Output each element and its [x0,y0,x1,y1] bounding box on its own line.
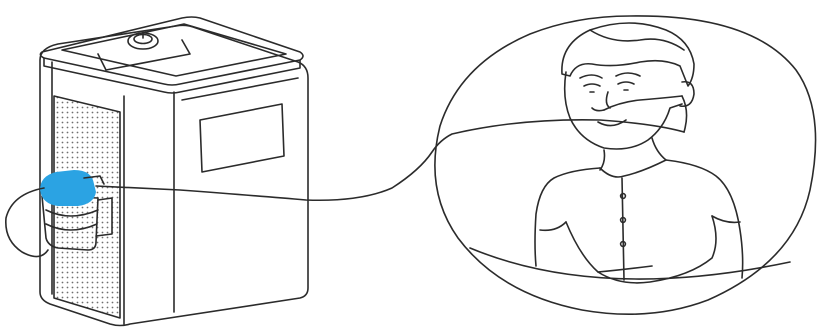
oxygen-tubing-icon [5,118,685,258]
patient-hair [561,22,695,87]
patient-face [563,71,683,150]
patient-with-nasal-cannula-icon [469,22,791,284]
tube-loop-left [5,187,49,258]
tube-to-callout [95,118,685,202]
oxygen-outlet-icon [40,170,105,206]
patient-left-eye [583,83,601,87]
patient-nose [605,91,611,109]
patient-arms [565,215,717,284]
patient-right-eye [617,81,635,85]
side-panel-seam [181,77,299,101]
magnified-callout-icon [434,15,817,316]
patient-collar [599,159,667,178]
humidifier-bottle-icon [41,195,113,251]
patient-right-sleeve [711,215,741,224]
patient-shirt [534,159,744,279]
lid-edge [43,57,301,94]
patient-mouth [597,119,627,127]
power-knob-icon [127,31,159,50]
lid-inner-rim [61,23,287,77]
table-edge [469,247,791,280]
lid-handle [97,39,191,71]
oxygen-concentrator-icon [39,16,309,327]
front-grille [54,96,120,318]
nasal-cannula-icon [591,95,688,133]
side-window [199,103,285,173]
shirt-placket [621,177,625,281]
callout-circle [434,15,817,316]
patient-left-sleeve [539,221,567,232]
